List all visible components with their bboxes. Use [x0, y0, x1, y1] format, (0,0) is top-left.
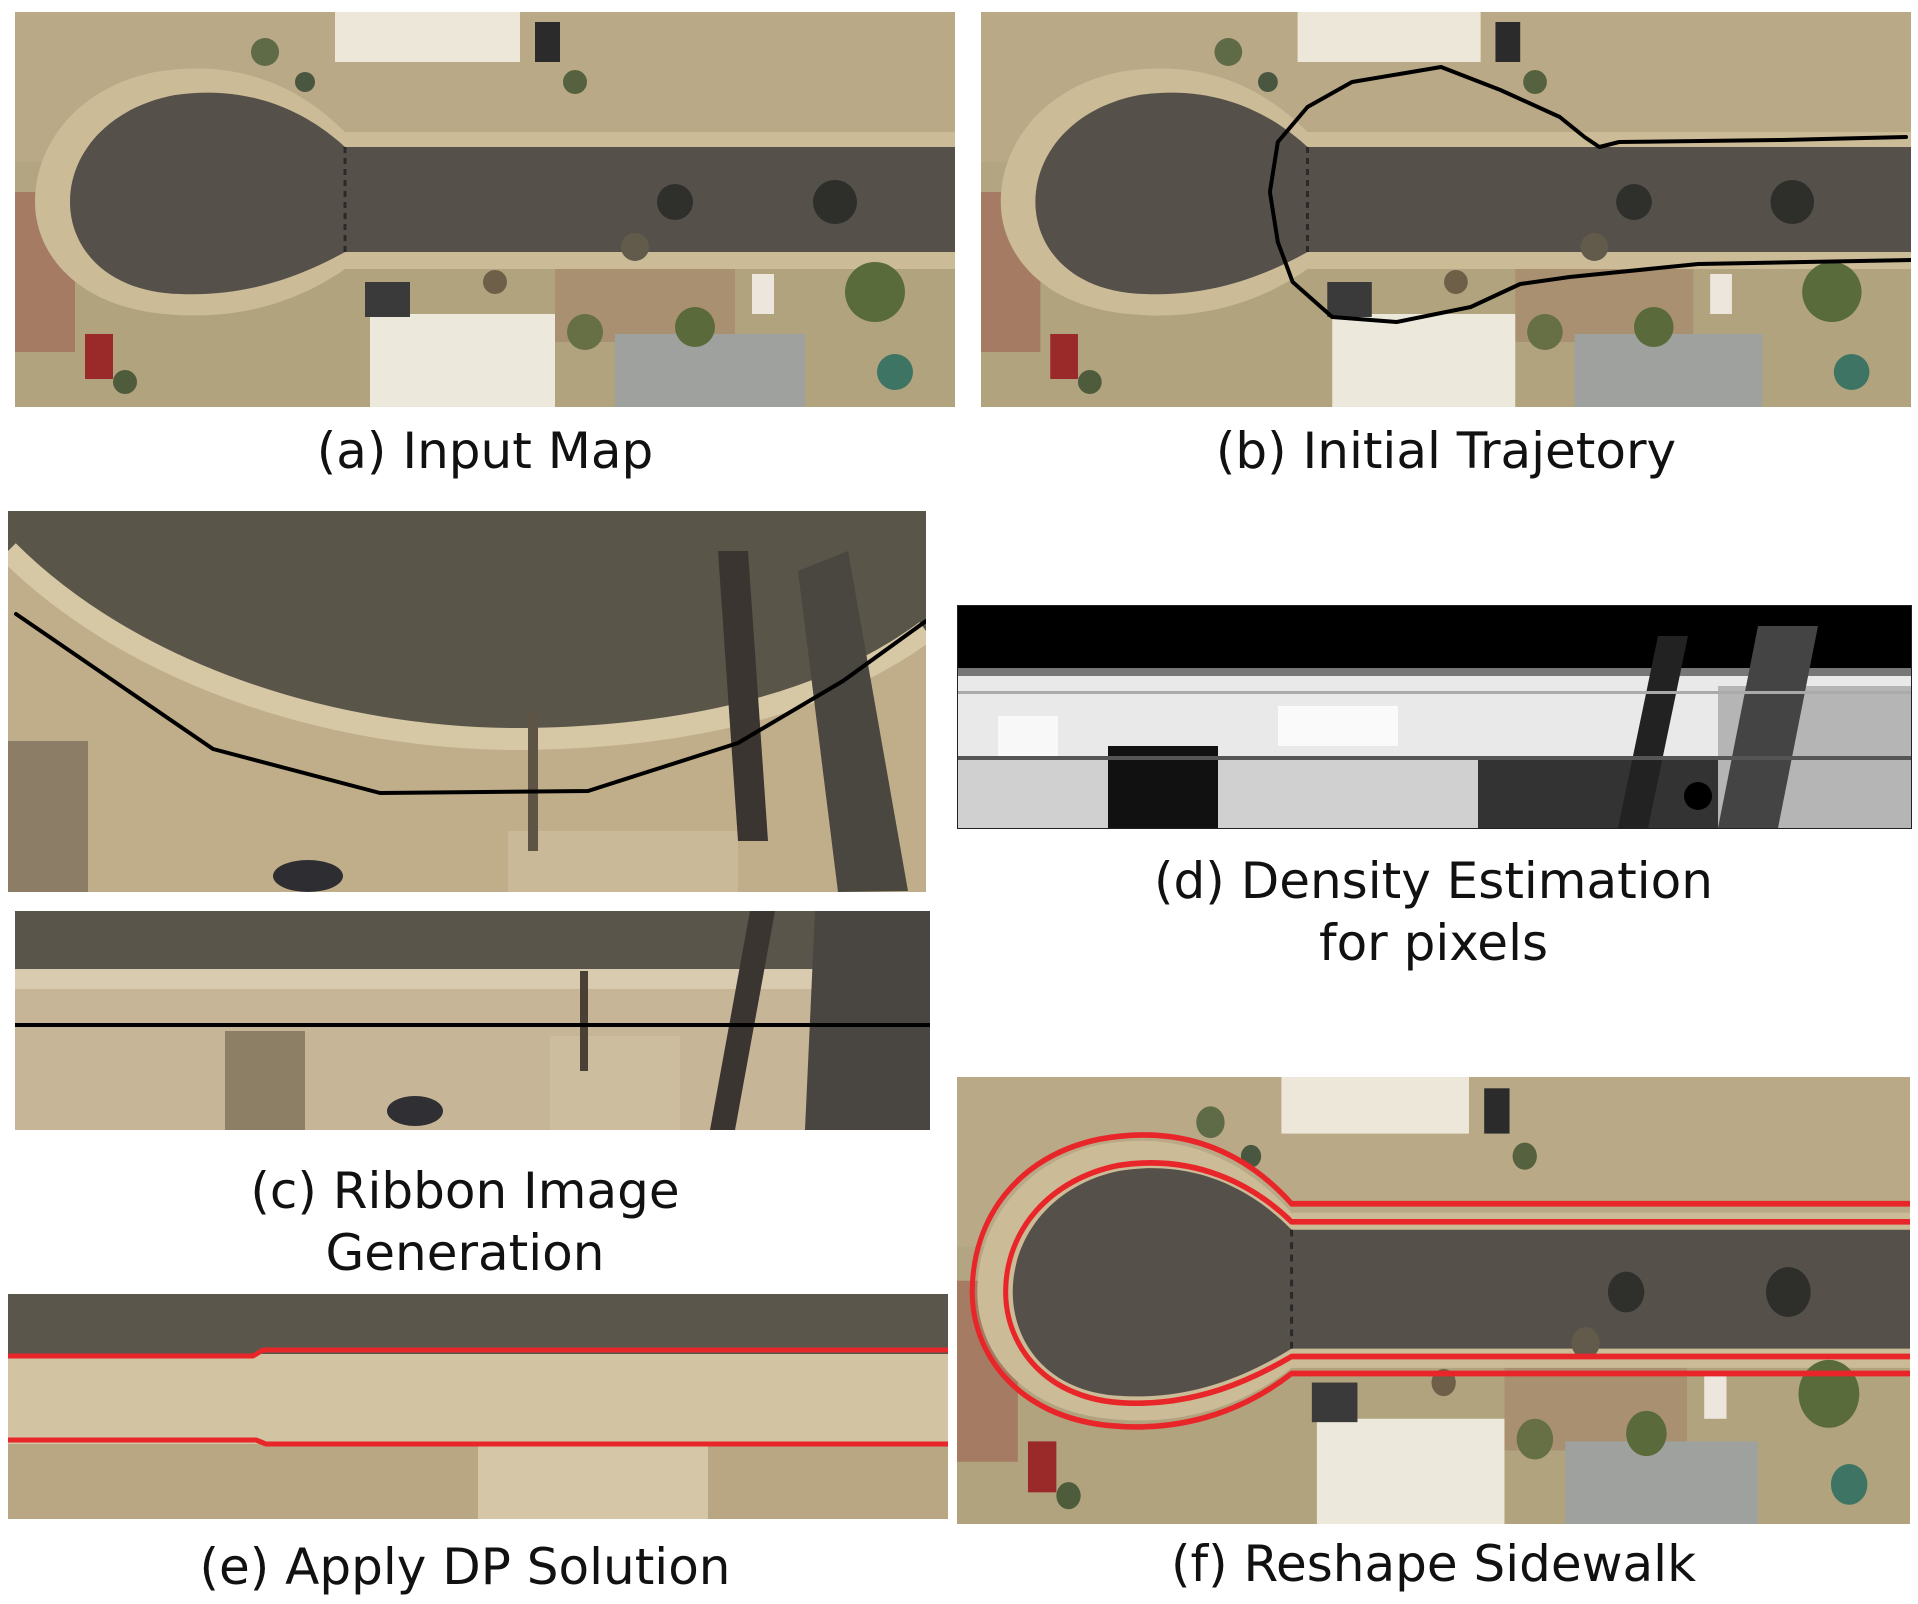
- caption-d-line-2: for pixels: [1318, 914, 1549, 972]
- aerial-map-image: [15, 12, 955, 407]
- panel-c-ribbon-crop-curved: [8, 511, 926, 892]
- outer-sidewalk-boundary: [969, 1132, 1910, 1430]
- caption-f: (f) Reshape Sidewalk: [1170, 1535, 1697, 1593]
- dp-solution-ribbon-image: [8, 1294, 948, 1519]
- panel-f-reshape-sidewalk: [957, 1077, 1910, 1524]
- upper-sidewalk-boundary: [8, 1347, 948, 1359]
- caption-c: (c) Ribbon Image Generation: [0, 1160, 930, 1284]
- caption-d: (d) Density Estimation for pixels: [957, 850, 1910, 974]
- density-map-image: [958, 606, 1911, 828]
- reshaped-sidewalk-map: [957, 1077, 1910, 1524]
- caption-d-line-1: (d) Density Estimation: [1154, 852, 1713, 910]
- curved-ribbon-image: [8, 511, 926, 892]
- caption-e: (e) Apply DP Solution: [199, 1538, 731, 1596]
- caption-a: (a) Input Map: [316, 422, 654, 480]
- panel-b-initial-trajectory: [981, 12, 1911, 407]
- panel-c-ribbon-crop-straight: [15, 911, 930, 1130]
- panel-e-dp-solution: [8, 1294, 948, 1519]
- panel-a-input-map: [15, 12, 955, 407]
- caption-c-line-1: (c) Ribbon Image: [250, 1162, 680, 1220]
- initial-trajectory-path: [1267, 65, 1911, 324]
- curved-trajectory-segment: [14, 612, 926, 795]
- panel-d-density-estimation: [957, 605, 1912, 829]
- aerial-map-with-trajectory: [981, 12, 1911, 407]
- caption-c-line-2: Generation: [325, 1224, 605, 1282]
- lower-sidewalk-boundary: [8, 1437, 948, 1447]
- inner-sidewalk-boundary: [1003, 1160, 1910, 1407]
- caption-b: (b) Initial Trajetory: [1215, 422, 1677, 480]
- straight-ribbon-image: [15, 911, 930, 1130]
